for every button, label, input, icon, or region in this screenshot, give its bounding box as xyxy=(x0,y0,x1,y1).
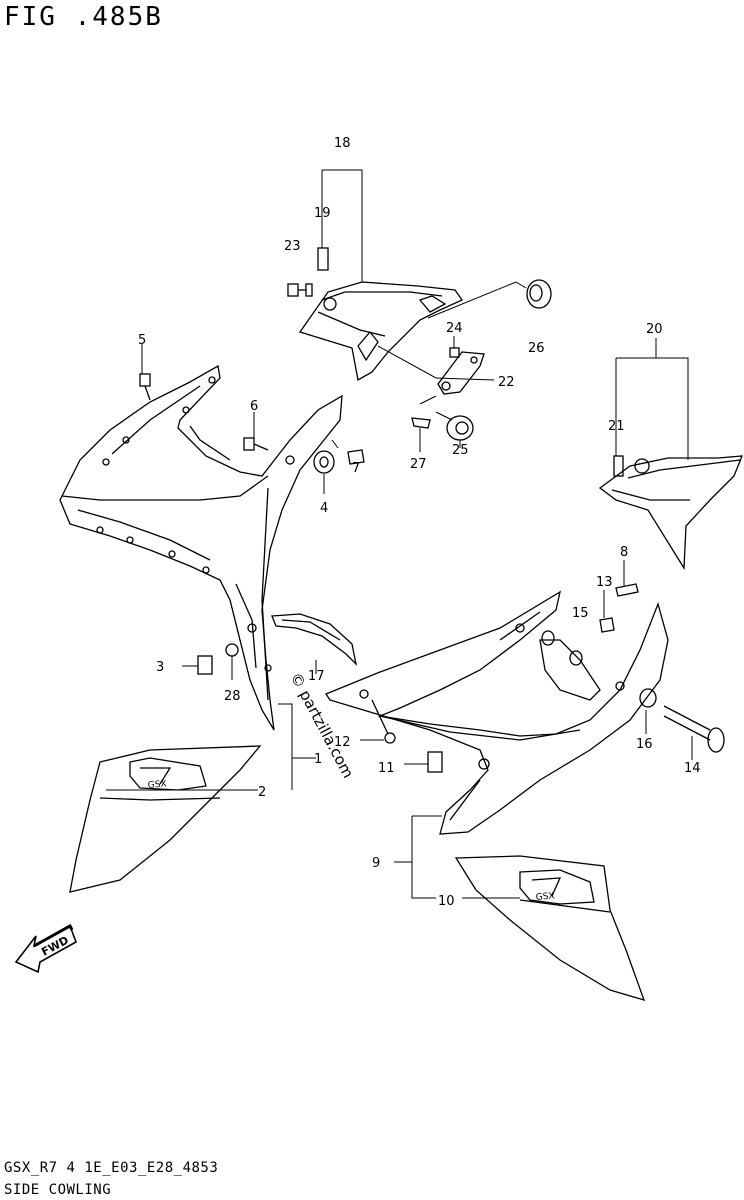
part-17-trim-strip xyxy=(271,613,358,666)
callout-6: 6 xyxy=(250,399,258,414)
part-24-bolt xyxy=(449,347,460,358)
callout-12: 12 xyxy=(334,735,351,750)
callout-17: 17 xyxy=(308,669,325,684)
part-7-nut xyxy=(347,449,365,465)
part-13-grommet xyxy=(599,617,615,633)
callout-27: 27 xyxy=(410,457,427,472)
part-22-bracket xyxy=(437,351,485,395)
callout-24: 24 xyxy=(446,321,463,336)
decal-logo-left: GSX xyxy=(147,779,167,791)
part-28-screw xyxy=(225,643,239,657)
part-15-inner-piece xyxy=(539,630,601,701)
part-4-grommet xyxy=(313,450,335,474)
callout-7: 7 xyxy=(352,461,360,476)
part-8-clip xyxy=(615,583,639,597)
part-21-label xyxy=(613,455,624,477)
part-5-screw xyxy=(139,373,151,401)
callout-14: 14 xyxy=(684,761,701,776)
part-18-inner-cover xyxy=(298,281,463,382)
callout-9: 9 xyxy=(372,856,380,871)
part-9-side-cowling-right xyxy=(325,590,669,835)
part-10-decal-right xyxy=(454,855,646,1001)
callout-26: 26 xyxy=(528,341,545,356)
part-12-screw xyxy=(359,689,396,744)
part-16-collar xyxy=(639,688,657,708)
part-6-screw xyxy=(243,437,269,451)
callout-20: 20 xyxy=(646,322,663,337)
callout-22: 22 xyxy=(498,375,515,390)
part-19-label xyxy=(317,247,329,271)
footer-diagram-code: GSX_R7 4 1E_E03_E28_4853 xyxy=(4,1160,219,1176)
callout-21: 21 xyxy=(608,419,625,434)
callout-15: 15 xyxy=(572,606,589,621)
fwd-arrow-icon: FWD xyxy=(14,923,77,974)
callout-13: 13 xyxy=(596,575,613,590)
callout-5: 5 xyxy=(138,333,146,348)
callout-18: 18 xyxy=(334,136,351,151)
leader-lines xyxy=(106,169,693,899)
callout-1: 1 xyxy=(314,752,322,767)
callout-25: 25 xyxy=(452,443,469,458)
part-26-grommet xyxy=(526,279,552,309)
part-23-screw xyxy=(287,283,313,297)
footer-diagram-name: SIDE COWLING xyxy=(4,1182,112,1198)
part-1-side-cowling-left xyxy=(59,364,343,731)
figure-title: FIG .485B xyxy=(4,2,163,32)
callout-28: 28 xyxy=(224,689,241,704)
callout-2: 2 xyxy=(258,785,266,800)
callout-16: 16 xyxy=(636,737,653,752)
callout-3: 3 xyxy=(156,660,164,675)
callout-8: 8 xyxy=(620,545,628,560)
callout-19: 19 xyxy=(314,206,331,221)
part-20-inner-cover xyxy=(598,455,743,571)
callout-numbers: 1 2 3 4 5 6 7 8 9 10 12 13 14 15 16 17 1… xyxy=(138,136,701,909)
part-2-decal-left xyxy=(69,745,262,893)
decal-logo-right: GSX xyxy=(535,891,555,903)
part-3-nut xyxy=(197,655,213,675)
callout-4: 4 xyxy=(320,501,328,516)
callout-10: 10 xyxy=(438,894,455,909)
part-11-nut xyxy=(427,751,443,773)
callout-23: 23 xyxy=(284,239,301,254)
callout-11: 11 xyxy=(378,761,395,776)
part-14-bolt xyxy=(663,705,725,753)
part-27-clip xyxy=(411,417,431,429)
